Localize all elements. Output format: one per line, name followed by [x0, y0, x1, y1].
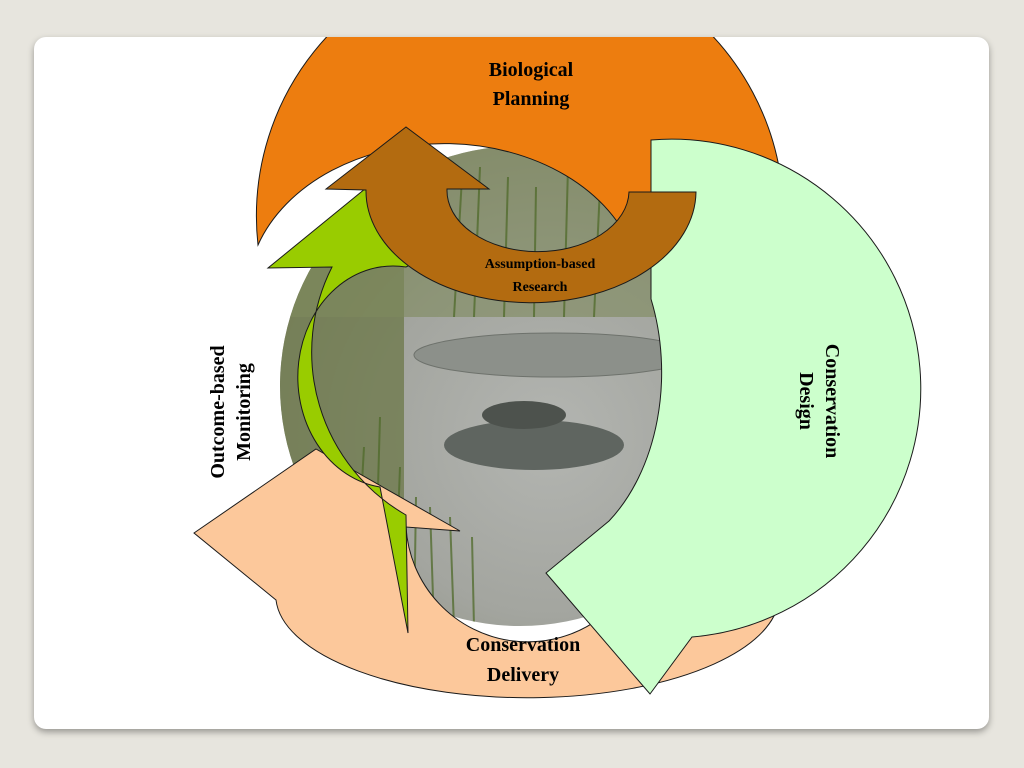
svg-text:Outcome-based: Outcome-based [207, 345, 229, 478]
manatee-upper [413, 332, 695, 378]
svg-text:Conservation: Conservation [466, 634, 580, 656]
svg-text:Biological: Biological [489, 59, 574, 81]
conservation-delivery-label: Conservation Delivery [466, 634, 580, 686]
manatee-lower [444, 420, 624, 470]
assumption-research-arrow [324, 126, 697, 304]
outcome-monitoring-label: Outcome-based Monitoring [207, 345, 255, 478]
biological-planning-label: Biological Planning [489, 59, 574, 110]
svg-text:Conservation: Conservation [821, 344, 843, 458]
svg-text:Research: Research [513, 280, 568, 295]
assumption-research-label: Assumption-based Research [485, 257, 596, 295]
svg-text:Planning: Planning [493, 88, 570, 110]
conservation-design-arrow [545, 138, 922, 695]
adaptive-management-cycle-diagram: Biological Planning Assumption-based Res… [193, 37, 922, 699]
svg-text:Design: Design [795, 372, 817, 430]
slide: Biological Planning Assumption-based Res… [34, 37, 989, 729]
svg-text:Assumption-based: Assumption-based [485, 257, 596, 272]
conservation-design-label: Conservation Design [795, 344, 843, 458]
outcome-monitoring-arrow [266, 174, 468, 634]
svg-text:Delivery: Delivery [487, 664, 559, 686]
svg-text:Monitoring: Monitoring [233, 363, 255, 461]
